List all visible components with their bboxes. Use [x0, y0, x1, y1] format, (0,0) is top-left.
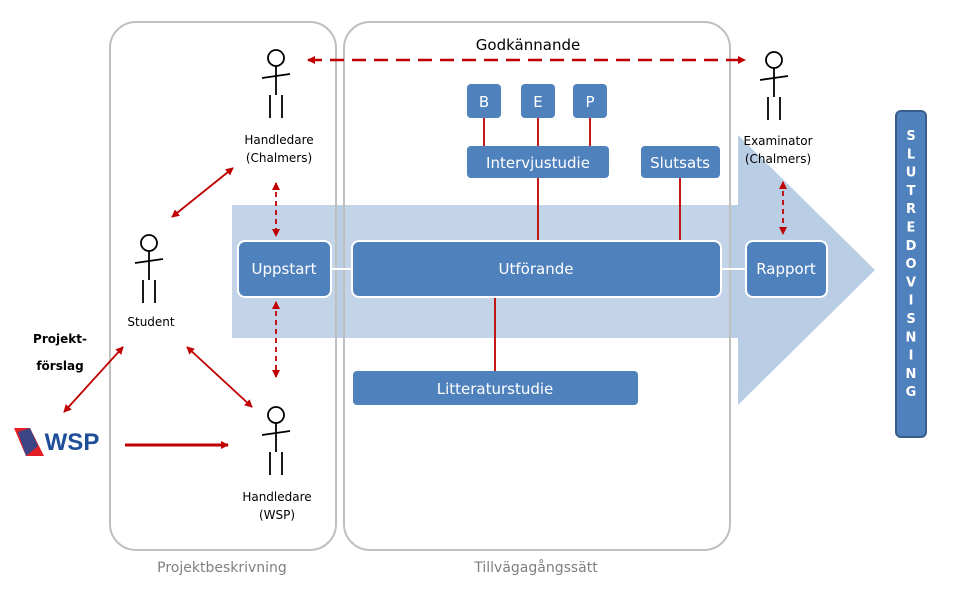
final-presentation-letter: I	[909, 294, 914, 309]
label-supervisor-chalmers-2: (Chalmers)	[246, 151, 312, 165]
box-b: B	[467, 84, 501, 118]
final-presentation-letter: V	[906, 275, 916, 290]
label-supervisor-chalmers-1: Handledare	[244, 133, 313, 147]
final-presentation-letter: E	[907, 221, 916, 236]
final-presentation-letter: N	[906, 330, 917, 345]
box-execution: Utförande	[351, 240, 722, 298]
label-examiner-2: (Chalmers)	[745, 152, 811, 166]
stick-figure-examiner	[759, 51, 789, 120]
connectors	[483, 118, 681, 371]
svg-text:Uppstart: Uppstart	[252, 260, 317, 278]
svg-text:Utförande: Utförande	[499, 260, 574, 278]
relation-arrows	[63, 167, 787, 413]
stick-figure-supervisor-wsp	[261, 406, 291, 475]
proposal-label-2: förslag	[36, 359, 83, 373]
final-presentation-letter: D	[906, 239, 917, 254]
arrow-logo-student	[63, 346, 124, 413]
svg-text:Slutsats: Slutsats	[650, 154, 710, 172]
final-presentation-letter: S	[906, 129, 915, 144]
svg-text:WSP: WSP	[45, 429, 100, 456]
final-presentation-letter: I	[909, 349, 914, 364]
group-label-right: Tillvägagångssätt	[473, 559, 598, 576]
final-presentation-bar	[895, 110, 927, 438]
label-examiner-1: Examinator	[744, 134, 813, 148]
box-e: E	[521, 84, 555, 118]
final-presentation-letter: R	[906, 202, 916, 217]
final-presentation-letter: G	[906, 385, 917, 400]
svg-text:P: P	[585, 93, 594, 111]
arrow-student-supervisor-wsp	[186, 346, 253, 408]
box-interview-study: Intervjustudie	[467, 146, 609, 178]
stick-figure-student	[134, 234, 164, 303]
svg-text:E: E	[533, 93, 542, 111]
proposal-label-1: Projekt-	[33, 332, 87, 346]
label-student: Student	[127, 315, 175, 329]
final-presentation-letter: O	[905, 257, 916, 272]
label-supervisor-wsp-1: Handledare	[242, 490, 311, 504]
box-report: Rapport	[745, 240, 828, 298]
final-presentation-letter: T	[907, 184, 916, 199]
svg-text:Intervjustudie: Intervjustudie	[486, 154, 590, 172]
group-label-left: Projektbeskrivning	[157, 560, 287, 576]
wsp-logo: WSP	[14, 428, 99, 456]
svg-text:Rapport: Rapport	[756, 260, 816, 278]
final-presentation-letter: U	[906, 166, 917, 181]
stick-figure-supervisor-chalmers	[261, 49, 291, 118]
approval-label: Godkännande	[476, 36, 580, 54]
label-supervisor-wsp-2: (WSP)	[259, 508, 295, 522]
final-presentation-letter: L	[907, 147, 915, 162]
final-presentation-letter: N	[906, 367, 917, 382]
box-literature-study: Litteraturstudie	[353, 371, 638, 405]
svg-text:Litteraturstudie: Litteraturstudie	[437, 380, 554, 398]
box-conclusion: Slutsats	[641, 146, 720, 178]
final-presentation-letter: S	[906, 312, 915, 327]
box-p: P	[573, 84, 607, 118]
svg-text:B: B	[479, 93, 489, 111]
box-startup: Uppstart	[237, 240, 332, 298]
arrow-student-supervisor-chalmers	[171, 167, 234, 218]
